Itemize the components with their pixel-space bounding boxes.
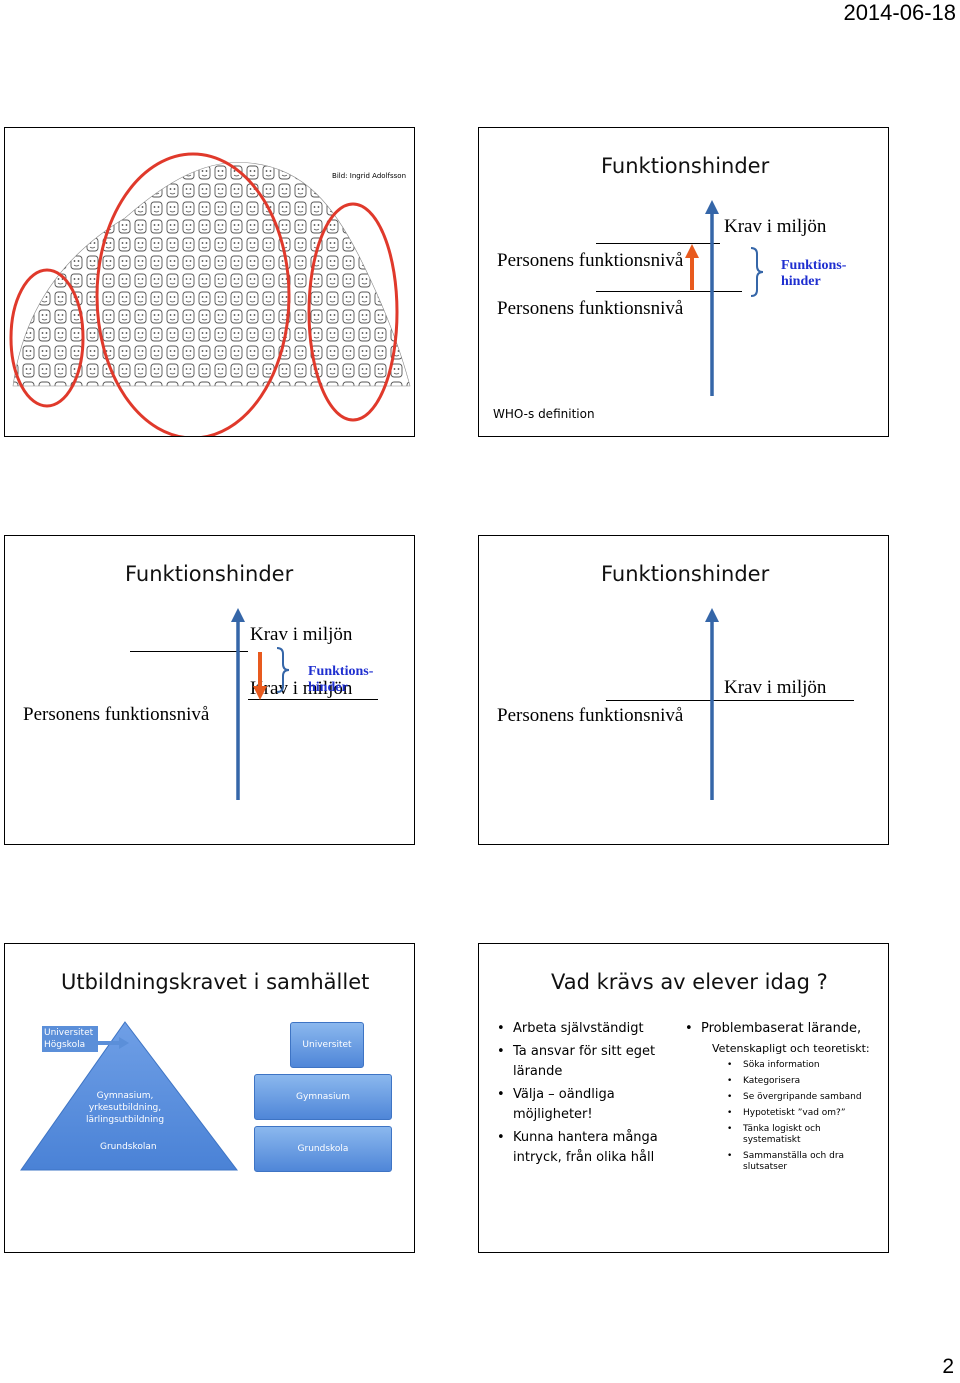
right-arrow-icon: [119, 1037, 129, 1049]
pyramid-top-label: Universitet Högskola: [42, 1026, 98, 1052]
right-bullet-list: Problembaserat lärande,: [677, 1019, 887, 1039]
person-label: Personens funktionsnivå: [497, 705, 684, 726]
crowd-drawing: [9, 152, 411, 436]
krav-label: Krav i miljön: [724, 216, 827, 237]
diagram-arrows: [705, 608, 719, 800]
box-universitet: Universitet: [290, 1022, 364, 1068]
slide-funktionshinder-2: Funktionshinder Krav i miljön Krav i mil…: [4, 535, 415, 845]
person-line: [596, 291, 742, 292]
krav-line-lower: [248, 699, 378, 700]
brace-icon: [276, 647, 290, 693]
slide-title: Funktionshinder: [125, 562, 294, 586]
list-item: Arbeta självständigt: [489, 1019, 669, 1039]
footer-note: WHO-s definition: [493, 407, 595, 421]
orange-arrow-icon: [685, 244, 699, 258]
list-item: Problembaserat lärande,: [677, 1019, 887, 1039]
box-grundskola: Grundskola: [254, 1126, 392, 1172]
person-label-top: Personens funktionsnivå: [497, 250, 684, 271]
krav-label: Krav i miljön: [724, 677, 827, 698]
list-item: Kunna hantera många intryck, från olika …: [489, 1128, 669, 1168]
krav-label-top: Krav i miljön: [250, 624, 353, 645]
krav-label-mid: Krav i miljön: [250, 678, 353, 699]
slide-title: Utbildningskravet i samhället: [61, 970, 370, 994]
image-credit: Bild: Ingrid Adolfsson: [330, 171, 408, 181]
slide-title: Funktionshinder: [601, 562, 770, 586]
pyramid-shape: [20, 1021, 239, 1171]
header-date: 2014-06-18: [843, 0, 956, 25]
box-gymnasium: Gymnasium: [254, 1074, 392, 1120]
funktionshinder-label: Funktions-hinder: [308, 664, 374, 695]
up-arrow-icon: [231, 608, 245, 622]
slide-vad-kravs: Vad krävs av elever idag ? Arbeta självs…: [478, 943, 889, 1253]
right-subheading: Vetenskapligt och teoretiskt:: [712, 1042, 870, 1055]
slide-funktionshinder-who: Funktionshinder Krav i miljön Personens …: [478, 127, 889, 437]
diagram-arrows: [231, 608, 290, 800]
down-arrow-icon: [253, 686, 267, 700]
person-label-bottom: Personens funktionsnivå: [497, 298, 684, 319]
list-item: Hypotetiskt ”vad om?”: [719, 1108, 879, 1119]
list-item: Kategorisera: [719, 1076, 879, 1087]
pyramid-bottom-label: Grundskolan: [100, 1142, 157, 1152]
slide-utbildningskravet: Utbildningskravet i samhället Universite…: [4, 943, 415, 1253]
up-arrow-icon: [705, 608, 719, 622]
slide-title: Vad krävs av elever idag ?: [551, 970, 828, 994]
list-item: Ta ansvar för sitt eget lärande: [489, 1042, 669, 1082]
slide-title: Funktionshinder: [601, 154, 770, 178]
diagram-arrows: [685, 200, 764, 396]
page-number: 2: [942, 1355, 954, 1378]
krav-line: [596, 243, 720, 244]
pyramid-mid-label: Gymnasium, yrkesutbildning, lärlingsutbi…: [85, 1091, 165, 1125]
list-item: Se övergripande samband: [719, 1092, 879, 1103]
brace-icon: [750, 247, 764, 297]
list-item: Välja – oändliga möjligheter!: [489, 1085, 669, 1125]
krav-line: [130, 651, 248, 652]
list-item: Söka information: [719, 1060, 879, 1071]
funktionshinder-label: Funktions-hinder: [781, 258, 847, 289]
slide-crowd-image: Bild: Ingrid Adolfsson: [4, 127, 415, 437]
level-line: [606, 700, 854, 701]
list-item: Tänka logiskt och systematiskt: [719, 1124, 833, 1146]
left-bullet-list: Arbeta självständigt Ta ansvar för sitt …: [489, 1019, 669, 1168]
slide-funktionshinder-3: Funktionshinder Krav i miljön Personens …: [478, 535, 889, 845]
pyramid-diagram: [20, 1021, 239, 1171]
up-arrow-icon: [705, 200, 719, 214]
list-item: Sammanställa och dra slutsatser: [719, 1151, 863, 1173]
person-label: Personens funktionsnivå: [23, 704, 210, 725]
right-sub-list: Söka information Kategorisera Se övergri…: [719, 1060, 879, 1173]
